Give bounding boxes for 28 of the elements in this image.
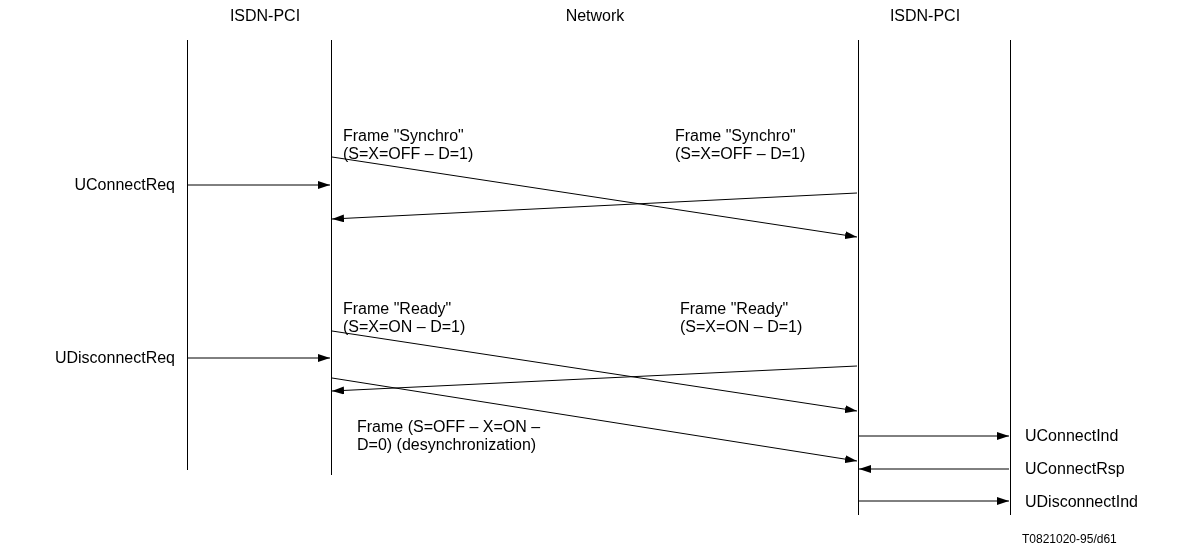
message-label: Frame "Ready" (S=X=ON – D=1): [343, 300, 467, 336]
message-label: UConnectReq: [74, 176, 175, 194]
lifeline: [858, 40, 859, 515]
participant-label: ISDN-PCI: [229, 7, 301, 25]
message-label: UDisconnectReq: [54, 349, 175, 367]
message-label: UDisconnectInd: [1025, 493, 1138, 511]
message-label: UConnectInd: [1025, 427, 1119, 445]
message-label: UConnectRsp: [1025, 460, 1125, 478]
message-arrow: [858, 497, 1010, 505]
message-arrow: [331, 192, 858, 223]
message-arrow: [858, 432, 1010, 440]
lifeline: [1010, 40, 1011, 515]
message-arrow: [187, 181, 331, 189]
message-label: Frame "Synchro" (S=X=OFF – D=1): [675, 127, 807, 163]
message-label: Frame "Ready" (S=X=ON – D=1): [680, 300, 804, 336]
lifeline: [331, 40, 332, 475]
participant-label: Network: [565, 7, 625, 25]
message-arrow: [331, 156, 858, 240]
message-arrow: [858, 465, 1010, 473]
message-arrow: [331, 377, 858, 464]
message-arrow: [331, 365, 858, 395]
message-label: Frame "Synchro" (S=X=OFF – D=1): [343, 127, 475, 163]
participant-label: ISDN-PCI: [889, 7, 961, 25]
figure-id: T0821020-95/d61: [1022, 531, 1117, 548]
message-arrow: [331, 330, 858, 414]
lifeline: [187, 40, 188, 470]
message-label: Frame (S=OFF – X=ON – D=0) (desynchronization): [357, 418, 542, 454]
message-arrow: [187, 354, 331, 362]
